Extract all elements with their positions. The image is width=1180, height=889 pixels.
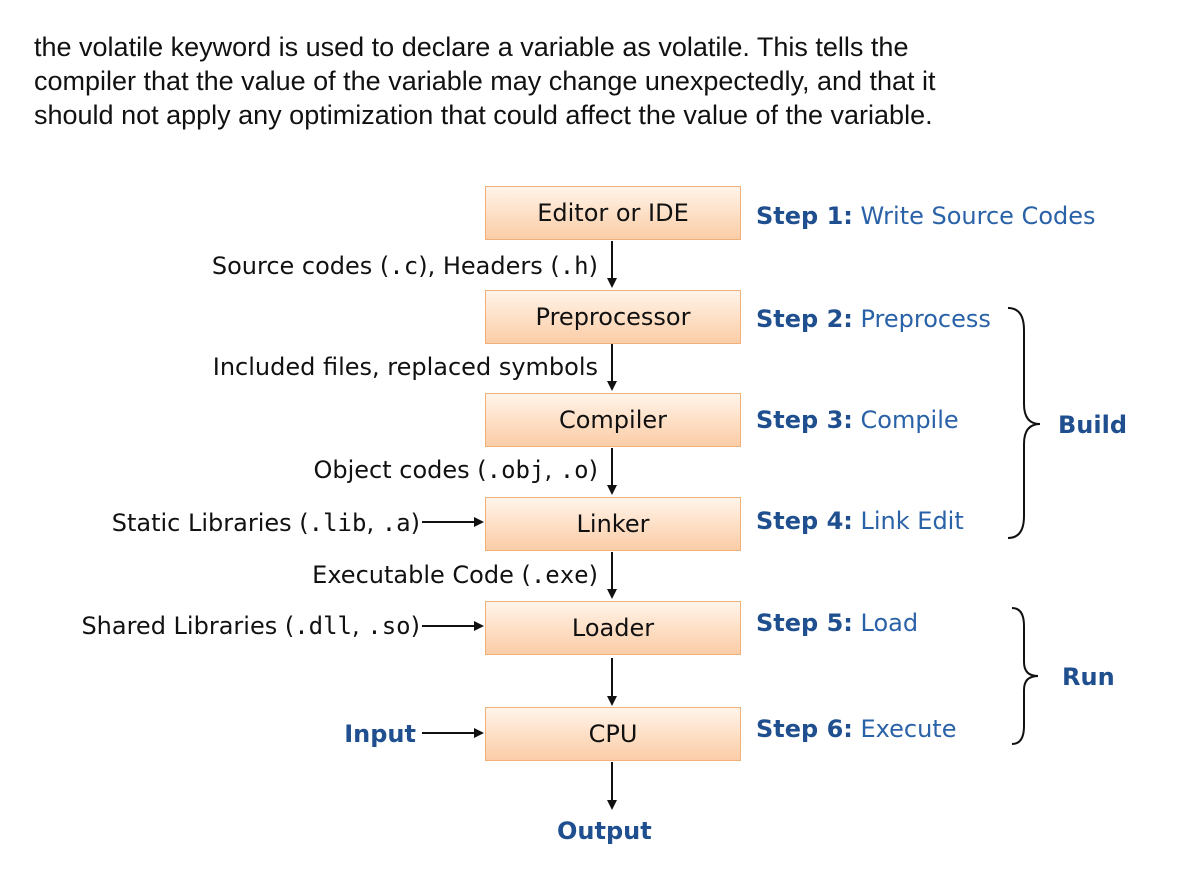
input-label-static-libraries: Static Libraries (.lib, .a) xyxy=(111,509,420,537)
phase-run-label: Run xyxy=(1062,663,1115,691)
phase-build-label: Build xyxy=(1058,411,1128,439)
input-label-shared-libraries: Shared Libraries (.dll, .so) xyxy=(81,612,420,640)
intro-line-2: compiler that the value of the variable … xyxy=(34,66,936,96)
cpu-box: CPU xyxy=(485,707,741,761)
intro-line-1: the volatile keyword is used to declare … xyxy=(34,32,909,62)
editor-box: Editor or IDE xyxy=(485,186,741,240)
build-brace xyxy=(1007,307,1041,539)
intro-paragraph: the volatile keyword is used to declare … xyxy=(34,30,1144,132)
flow-label-object: Object codes (.obj, .o) xyxy=(313,456,598,484)
step-6-label: Step 6: Execute xyxy=(756,715,957,743)
loader-box: Loader xyxy=(485,601,741,655)
output-label: Output xyxy=(557,817,652,845)
step-2-label: Step 2: Preprocess xyxy=(756,305,991,333)
step-4-label: Step 4: Link Edit xyxy=(756,507,964,535)
input-label-input: Input xyxy=(344,720,416,748)
step-5-label: Step 5: Load xyxy=(756,609,919,637)
flow-label-included: Included files, replaced symbols xyxy=(212,353,598,381)
flow-label-executable: Executable Code (.exe) xyxy=(312,561,598,589)
intro-line-3: should not apply any optimization that c… xyxy=(34,100,933,130)
step-1-label: Step 1: Write Source Codes xyxy=(756,202,1096,230)
linker-box: Linker xyxy=(485,497,741,551)
run-brace xyxy=(1011,607,1039,745)
preprocessor-box: Preprocessor xyxy=(485,290,741,344)
step-3-label: Step 3: Compile xyxy=(756,406,959,434)
flow-label-source: Source codes (.c), Headers (.h) xyxy=(211,252,598,280)
compiler-box: Compiler xyxy=(485,393,741,447)
